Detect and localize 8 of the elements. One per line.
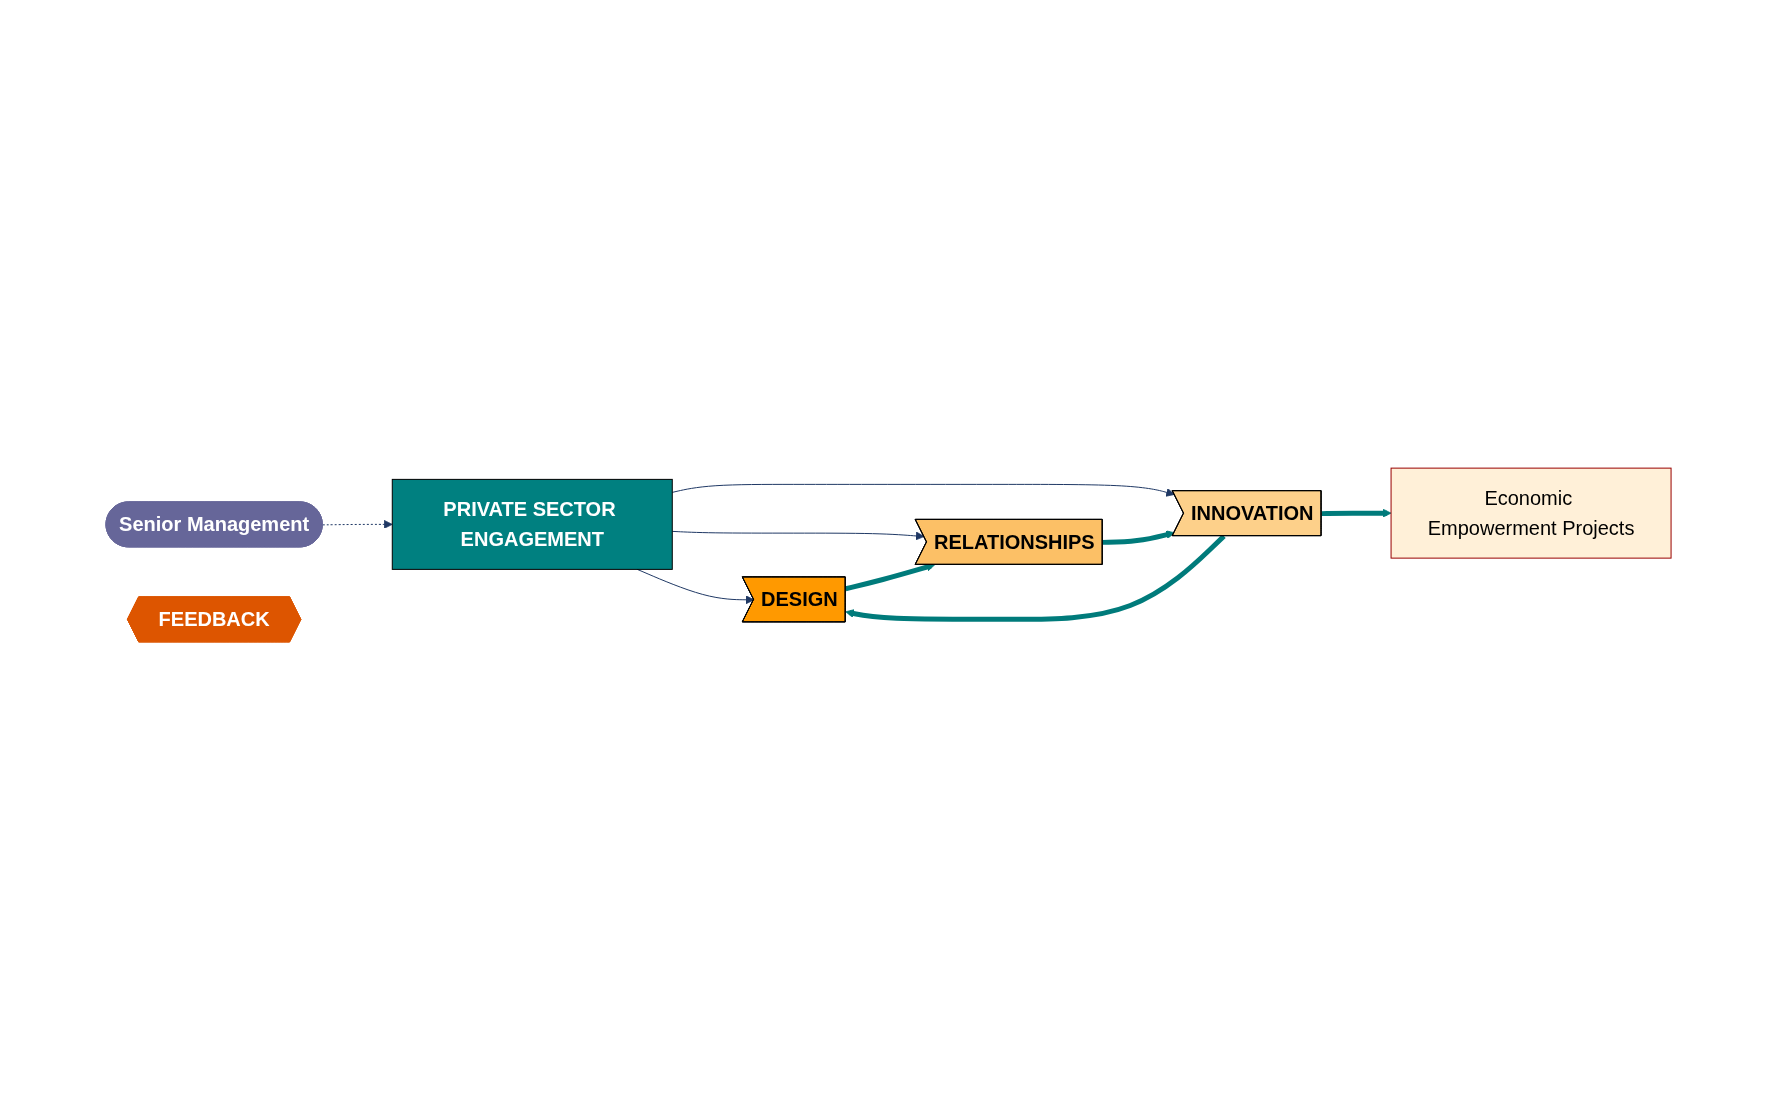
arrow [1102,530,1175,545]
arrow [1321,508,1392,518]
arrow [671,530,925,541]
arrow [671,483,1175,497]
node-box: PRIVATE SECTOR ENGAGEMENT [391,478,673,570]
node-box: Economic Empowerment Projects [1390,467,1672,559]
arrow [322,520,393,529]
arrow [845,534,1226,622]
